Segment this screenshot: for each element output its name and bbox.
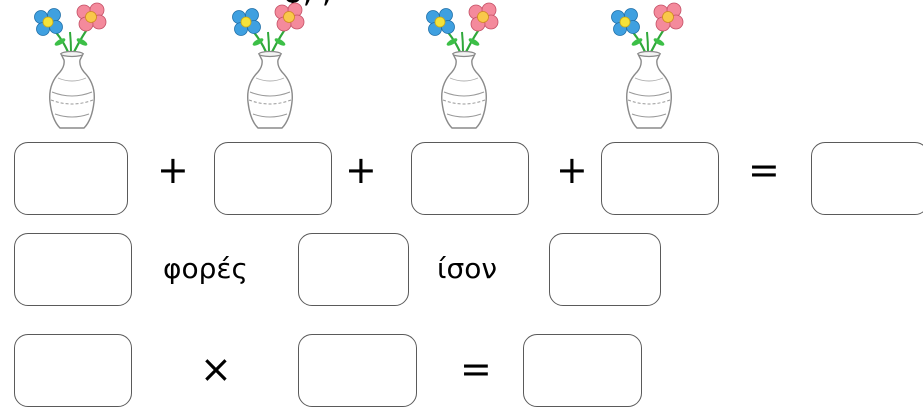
equals-sign: = [460, 347, 492, 391]
factor-box-2[interactable] [298, 334, 417, 407]
plus-sign: + [345, 148, 377, 192]
multiply-sign: × [200, 347, 232, 391]
answer-box-4[interactable] [601, 142, 719, 215]
flower-vase-icon [226, 0, 316, 136]
equals-word: ίσον [437, 252, 497, 285]
flower-vase-icon [28, 0, 118, 136]
answer-box-3[interactable] [411, 142, 529, 215]
answer-box-2[interactable] [214, 142, 332, 215]
times-count-box[interactable] [14, 233, 132, 306]
flower-vase-icon [605, 0, 695, 136]
sum-result-box[interactable] [811, 142, 923, 215]
group-size-box[interactable] [298, 233, 409, 306]
word-result-box[interactable] [549, 233, 661, 306]
equals-sign: = [748, 148, 780, 192]
plus-sign: + [556, 148, 588, 192]
factor-box-1[interactable] [14, 334, 132, 407]
product-result-box[interactable] [523, 334, 642, 407]
cropped-heading: φ, , [283, 0, 331, 8]
plus-sign: + [157, 148, 189, 192]
answer-box-1[interactable] [14, 142, 128, 215]
flower-vase-icon [420, 0, 510, 136]
times-word: φορές [163, 252, 248, 285]
